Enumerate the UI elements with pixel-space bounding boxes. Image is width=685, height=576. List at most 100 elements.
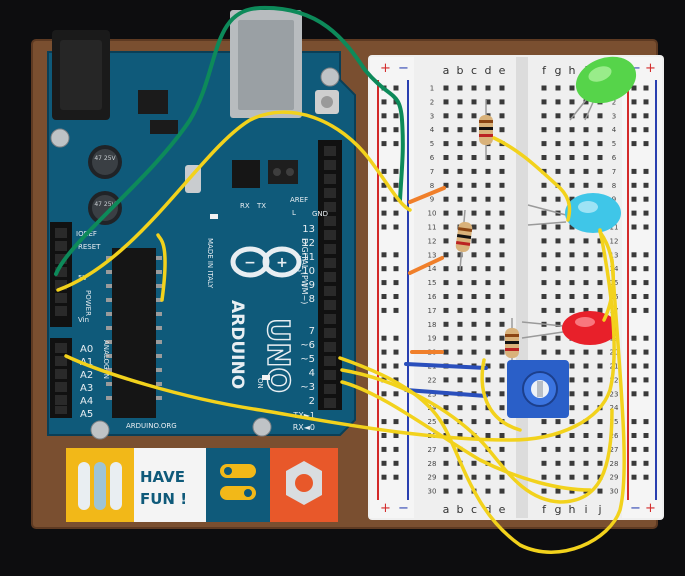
power-header-label: POWER — [84, 290, 92, 316]
breadboard-hole — [471, 196, 477, 202]
breadboard-hole — [541, 127, 547, 133]
breadboard-hole — [485, 85, 491, 91]
breadboard-hole — [569, 405, 575, 411]
breadboard-hole — [485, 391, 491, 397]
breadboard-hole — [457, 335, 463, 341]
have-fun-sticker: HAVE FUN ! — [66, 448, 338, 522]
breadboard-hole — [443, 238, 449, 244]
column-letters-bottom: a b c d e f g h i j — [443, 503, 602, 516]
reset-label: RESET — [78, 243, 101, 251]
svg-text:2: 2 — [309, 396, 315, 407]
breadboard-hole — [471, 405, 477, 411]
breadboard-hole — [471, 210, 477, 216]
breadboard-hole — [485, 363, 491, 369]
rail-hole — [643, 349, 649, 355]
breadboard-hole — [555, 168, 561, 174]
svg-text:h: h — [569, 503, 576, 516]
breadboard-hole — [569, 155, 575, 160]
breadboard-hole — [443, 252, 449, 258]
breadboard-hole — [555, 238, 561, 244]
breadboard-hole — [499, 127, 505, 133]
breadboard-hole — [499, 113, 505, 119]
breadboard-hole — [457, 488, 463, 494]
breadboard-hole — [583, 446, 589, 452]
rail-hole — [643, 419, 649, 425]
svg-text:e: e — [499, 503, 506, 516]
rail-hole — [381, 182, 387, 188]
rail-hole — [643, 474, 649, 480]
breadboard-hole — [569, 141, 575, 147]
tx-label: TX — [256, 202, 266, 210]
usb-chip — [232, 160, 260, 188]
breadboard-hole — [541, 155, 547, 160]
rail-hole — [643, 113, 649, 119]
breadboard-hole — [555, 85, 561, 91]
breadboard-hole — [555, 99, 561, 105]
rail-hole — [643, 99, 649, 105]
row-number: 4 — [430, 126, 435, 134]
breadboard-hole — [457, 433, 463, 438]
svg-text:~6: ~6 — [300, 340, 315, 351]
vin-label: Vin — [78, 316, 89, 324]
breadboard-hole — [583, 113, 589, 119]
rail-hole — [631, 363, 637, 369]
led-green — [569, 56, 637, 121]
breadboard-hole — [471, 182, 477, 188]
breadboard-hole — [597, 155, 603, 160]
breadboard-hole — [471, 85, 477, 91]
breadboard-hole — [443, 141, 449, 147]
svg-text:+: + — [276, 255, 288, 271]
breadboard-hole — [457, 168, 463, 174]
breadboard-hole — [541, 141, 547, 147]
breadboard-hole — [569, 113, 575, 119]
breadboard-hole — [583, 127, 589, 133]
breadboard-hole — [597, 460, 603, 466]
rail-hole — [393, 141, 399, 147]
breadboard-hole — [457, 405, 463, 411]
breadboard-hole — [457, 294, 463, 299]
capacitor-2: 47 25V — [88, 191, 122, 225]
breadboard-hole — [597, 349, 603, 355]
breadboard-hole — [597, 141, 603, 147]
breadboard-hole — [555, 460, 561, 466]
screw-icon — [320, 67, 340, 87]
potentiometer[interactable] — [507, 360, 569, 418]
breadboard-hole — [541, 224, 547, 230]
breadboard-hole — [471, 127, 477, 133]
rail-hole — [393, 377, 399, 383]
capacitor-1: 47 25V — [88, 145, 122, 179]
breadboard-hole — [541, 474, 547, 480]
row-number: 3 — [430, 112, 434, 120]
arduino-logo-icon: − + — [230, 246, 302, 278]
rail-hole — [643, 210, 649, 216]
breadboard-hole — [555, 474, 561, 480]
breadboard-hole — [597, 307, 603, 313]
svg-text:~10: ~10 — [294, 266, 315, 277]
breadboard-hole — [499, 405, 505, 411]
breadboard-hole — [569, 99, 575, 105]
breadboard-hole — [555, 196, 561, 202]
breadboard-hole — [443, 349, 449, 355]
svg-text:j: j — [597, 503, 601, 516]
breadboard-hole — [597, 252, 603, 258]
rail-hole — [393, 85, 399, 91]
rx-label: RX — [240, 202, 250, 210]
breadboard-hole — [499, 433, 505, 438]
breadboard-hole — [583, 99, 589, 105]
svg-text:g: g — [555, 64, 562, 77]
breadboard-hole — [597, 488, 603, 494]
screw-icon — [252, 417, 272, 437]
breadboard-hole — [499, 266, 505, 272]
svg-text:7: 7 — [309, 326, 315, 337]
breadboard-hole — [597, 127, 603, 133]
digital-header-label: DIGITAL (PWM~) — [300, 238, 309, 304]
breadboard-hole — [583, 266, 589, 272]
breadboard-hole — [555, 266, 561, 272]
breadboard-hole — [457, 252, 463, 258]
rail-hole — [631, 168, 637, 174]
row-number: 28 — [610, 460, 619, 468]
rail-hole — [381, 196, 387, 202]
breadboard-hole — [597, 446, 603, 452]
breadboard-hole — [471, 238, 477, 244]
